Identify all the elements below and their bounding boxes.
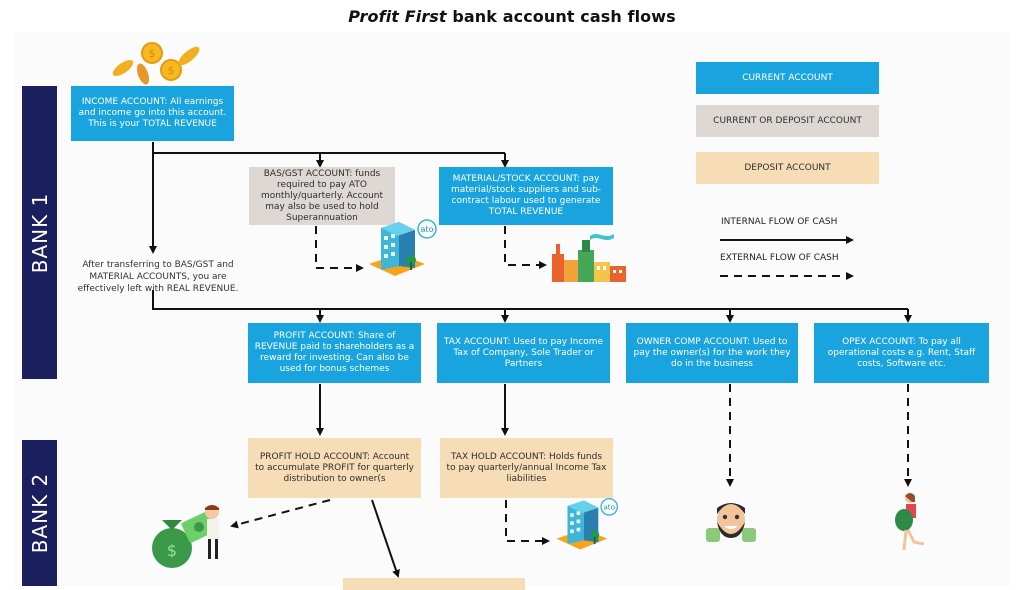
legend-external-label: EXTERNAL FLOW OF CASH <box>720 253 839 263</box>
factory-icon <box>552 234 626 282</box>
svg-text:$: $ <box>167 541 177 560</box>
income-account: INCOME ACCOUNT: All earnings and income … <box>71 86 234 141</box>
tax-account-text: TAX ACCOUNT: Used to pay Income Tax of C… <box>443 336 604 369</box>
svg-text:$: $ <box>149 47 156 60</box>
tax-hold-account: TAX HOLD ACCOUNT: Holds funds to pay qua… <box>440 438 613 498</box>
real-revenue-note: After transferring to BAS/GST and MATERI… <box>77 260 239 294</box>
opex-account: OPEX ACCOUNT: To pay all operational cos… <box>814 323 989 383</box>
legend-current-label: CURRENT ACCOUNT <box>742 72 833 83</box>
profit-hold-account-text: PROFIT HOLD ACCOUNT: Account to accumula… <box>255 451 414 484</box>
legend-current-or-deposit-label: CURRENT OR DEPOSIT ACCOUNT <box>713 115 862 126</box>
material-stock-account: MATERIAL/STOCK ACCOUNT: pay material/sto… <box>439 167 613 225</box>
bas-gst-account-text: BAS/GST ACCOUNT: funds required to pay A… <box>260 168 384 223</box>
internal-flow-line <box>371 499 400 578</box>
next-deposit-account <box>343 578 525 590</box>
coins-icon: $ $ <box>112 42 200 85</box>
diagram-title: Profit First bank account cash flows <box>0 7 1024 26</box>
opex-account-text: OPEX ACCOUNT: To pay all operational cos… <box>827 336 976 369</box>
title-rest: bank account cash flows <box>446 7 676 26</box>
external-flow-line <box>315 226 364 272</box>
tax-account: TAX ACCOUNT: Used to pay Income Tax of C… <box>437 323 610 383</box>
tax-hold-account-text: TAX HOLD ACCOUNT: Holds funds to pay qua… <box>446 451 607 484</box>
running-person-money-icon <box>895 493 925 551</box>
happy-owner-icon <box>706 503 756 542</box>
legend-deposit-label: DEPOSIT ACCOUNT <box>744 162 831 173</box>
external-flow-line <box>505 500 550 545</box>
bank-2-label: BANK 2 <box>22 440 57 586</box>
bas-gst-account: BAS/GST ACCOUNT: funds required to pay A… <box>249 167 395 225</box>
owner-comp-account-text: OWNER COMP ACCOUNT: Used to pay the owne… <box>633 336 791 369</box>
legend-current-or-deposit-account: CURRENT OR DEPOSIT ACCOUNT <box>696 105 879 137</box>
ato-building-icon: ato <box>556 498 619 550</box>
internal-flow-line <box>152 290 908 310</box>
money-bag-person-icon: $ <box>152 505 219 568</box>
legend-internal-label: INTERNAL FLOW OF CASH <box>721 217 838 227</box>
svg-text:$: $ <box>168 64 175 77</box>
profit-hold-account: PROFIT HOLD ACCOUNT: Account to accumula… <box>248 438 421 498</box>
external-flow-line <box>504 226 547 269</box>
ato-building-icon: ato <box>369 219 437 276</box>
svg-text:ato: ato <box>603 503 615 512</box>
svg-text:ato: ato <box>421 225 434 234</box>
title-italic: Profit First <box>348 7 447 26</box>
profit-account: PROFIT ACCOUNT: Share of REVENUE paid to… <box>248 323 421 383</box>
profit-account-text: PROFIT ACCOUNT: Share of REVENUE paid to… <box>254 331 415 374</box>
owner-comp-account: OWNER COMP ACCOUNT: Used to pay the owne… <box>626 323 798 383</box>
legend-deposit-account: DEPOSIT ACCOUNT <box>696 152 879 184</box>
legend-current-account: CURRENT ACCOUNT <box>696 62 879 94</box>
external-flow-line <box>230 499 331 529</box>
bank-1-label: BANK 1 <box>22 86 57 379</box>
income-account-text: INCOME ACCOUNT: All earnings and income … <box>78 97 227 129</box>
material-stock-account-text: MATERIAL/STOCK ACCOUNT: pay material/sto… <box>450 174 602 217</box>
